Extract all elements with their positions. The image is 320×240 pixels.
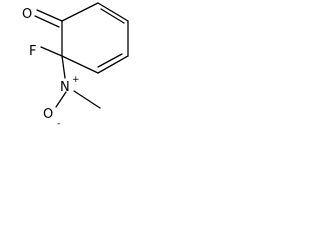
- molecule-diagram: O F N + O -: [22, 2, 129, 129]
- bond-n-o: [55, 91, 67, 108]
- fluorine-label: F: [29, 44, 36, 59]
- bond-c2-c3-double: [100, 8, 125, 24]
- bond-c4-c5: [97, 55, 129, 74]
- bond-c5-c6: [61, 55, 99, 74]
- bond-c6-f: [40, 46, 63, 57]
- bond-c1-o-double: [34, 15, 60, 28]
- bond-c2-c3: [97, 2, 129, 22]
- bond-n-o-charge: [73, 90, 101, 109]
- bond-c4-c5-double: [97, 53, 123, 68]
- nitro-plus-label: +: [72, 75, 80, 85]
- nitrogen-label: N: [60, 80, 70, 95]
- bond-c6-n: [61, 55, 66, 79]
- bond-c1-c2: [61, 2, 99, 22]
- oxygen-carbonyl-label: O: [22, 7, 32, 22]
- structure-canvas: O F N + O -: [0, 0, 133, 145]
- oxygen-nitro-label: O: [43, 107, 53, 122]
- bond-c1-o: [36, 9, 63, 22]
- nitro-minus-label: -: [57, 119, 60, 129]
